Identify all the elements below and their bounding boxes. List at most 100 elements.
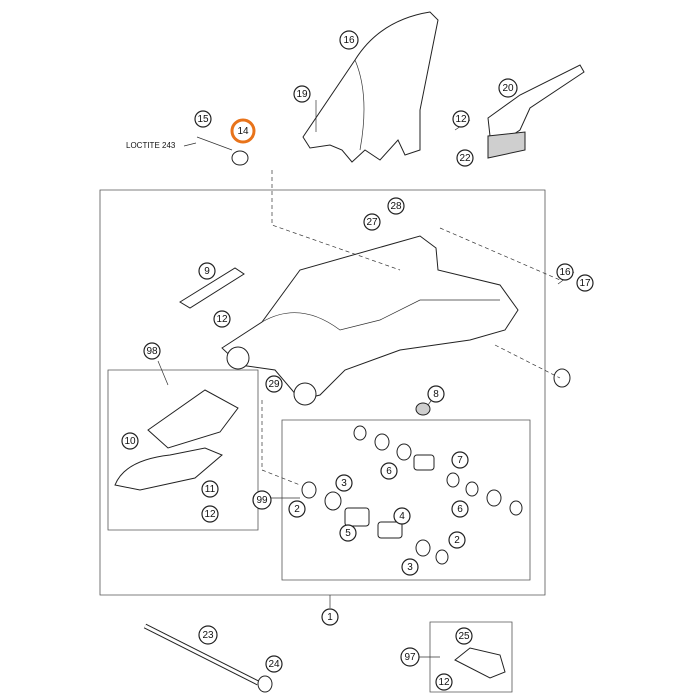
callout-ring — [455, 627, 473, 645]
callout-ring — [194, 110, 212, 128]
swingarm-contour — [261, 299, 500, 331]
bearing-kit-frame — [281, 419, 531, 581]
callout-ring — [451, 500, 469, 518]
rear-mudguard-part — [302, 11, 439, 163]
callout-label: 15 — [197, 114, 209, 125]
callout-23: 23 — [198, 625, 218, 645]
callout-ring — [576, 274, 594, 292]
callout-5: 5 — [339, 524, 357, 542]
callout-label: 12 — [438, 677, 450, 688]
callout-19: 19 — [293, 85, 311, 103]
loctite-note: LOCTITE 243 — [126, 141, 176, 150]
callout-ring — [435, 673, 453, 691]
callout-ring — [393, 507, 411, 525]
callout-ring — [293, 85, 311, 103]
callout-label: 4 — [399, 511, 405, 522]
chain-slider-part — [454, 647, 506, 679]
callout-9: 9 — [198, 262, 216, 280]
callout-11: 11 — [201, 480, 219, 498]
callout-ring — [288, 500, 306, 518]
callout-2: 2 — [448, 531, 466, 549]
chain-guard-part — [487, 64, 585, 141]
callout-label: 17 — [579, 278, 591, 289]
callout-1: 1 — [321, 608, 339, 626]
dashed-leader-d — [261, 400, 301, 486]
chain-guard-teeth — [487, 131, 526, 159]
callout-label: 29 — [268, 379, 280, 390]
callout-ring — [213, 310, 231, 328]
callout-ring — [448, 531, 466, 549]
callout-ring — [265, 375, 283, 393]
callout-label: 99 — [256, 495, 268, 506]
loctite-leader — [183, 142, 197, 147]
callout-label: 28 — [390, 201, 402, 212]
dashed-leader-c — [494, 344, 561, 379]
callout-27: 27 — [363, 213, 381, 231]
callout-ring — [201, 480, 219, 498]
callout-label: 3 — [341, 478, 347, 489]
callout-label: 16 — [559, 267, 571, 278]
chain-guide-frame — [107, 369, 259, 531]
callout-ring — [427, 385, 445, 403]
callout-ring — [339, 524, 357, 542]
swingarm-axle-highlight — [144, 624, 259, 685]
callout-ring — [456, 149, 474, 167]
callout-7: 7 — [451, 451, 469, 469]
dashed-leader-b — [439, 227, 561, 281]
chain-guide-part — [114, 447, 223, 491]
callout-label: 12 — [204, 509, 216, 520]
callout-label: 5 — [345, 528, 351, 539]
callout-12: 12 — [201, 505, 219, 523]
callout-16: 16 — [339, 30, 359, 50]
callout-label: 2 — [454, 535, 460, 546]
callout-label: 8 — [433, 389, 439, 400]
callout-label: 97 — [404, 652, 416, 663]
slider-kit-frame — [429, 621, 513, 693]
callout-ring — [121, 432, 139, 450]
callout-label: 7 — [457, 455, 463, 466]
callout-10: 10 — [121, 432, 139, 450]
callout-ring — [387, 197, 405, 215]
callout-label: 6 — [457, 504, 463, 515]
axle-nut-part — [257, 675, 273, 693]
callout-22: 22 — [456, 149, 474, 167]
spacer-part — [231, 150, 249, 166]
callout-2: 2 — [288, 500, 306, 518]
callout-4: 4 — [393, 507, 411, 525]
callout-ring — [339, 30, 359, 50]
main-assembly-frame — [99, 189, 546, 596]
callout-28: 28 — [387, 197, 405, 215]
callout-24: 24 — [265, 655, 283, 673]
callout-label: 20 — [502, 83, 514, 94]
callout-label: 25 — [458, 631, 470, 642]
callout-label: 23 — [202, 630, 214, 641]
callout-ring — [321, 608, 339, 626]
callout-label: 1 — [327, 612, 333, 623]
callout-20: 20 — [498, 78, 518, 98]
callout-ring — [451, 451, 469, 469]
callout-label: 6 — [386, 466, 392, 477]
pivot-bush-left — [226, 346, 250, 370]
callout-ring — [363, 213, 381, 231]
leader-lines — [157, 100, 575, 658]
callout-label: 9 — [204, 266, 210, 277]
callout-label: 14 — [237, 126, 249, 137]
callout-6: 6 — [451, 500, 469, 518]
pivot-bush-right — [293, 382, 317, 406]
callout-ring — [452, 110, 470, 128]
callout-3: 3 — [401, 558, 419, 576]
callout-ring — [401, 558, 419, 576]
callout-ring — [201, 505, 219, 523]
slider-guard-part — [179, 267, 245, 309]
callout-12: 12 — [213, 310, 231, 328]
callout-29: 29 — [265, 375, 283, 393]
callout-label: 19 — [296, 89, 308, 100]
callout-label: 10 — [124, 436, 136, 447]
callout-12: 12 — [435, 673, 453, 691]
callout-ring — [198, 625, 218, 645]
callout-12: 12 — [452, 110, 470, 128]
callout-ring — [400, 647, 420, 667]
